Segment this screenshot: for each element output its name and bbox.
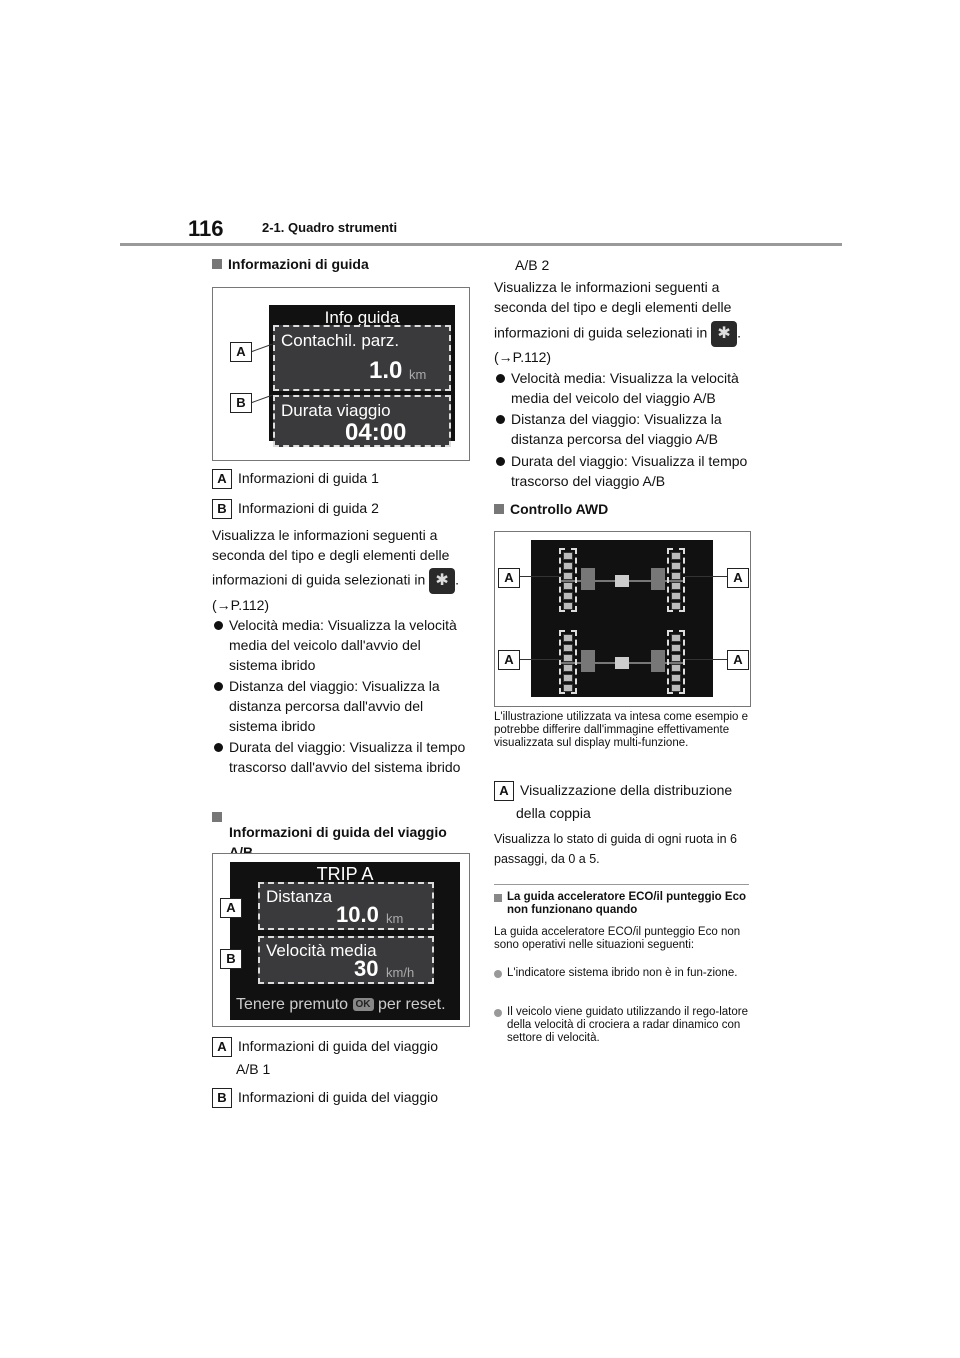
callout-line	[520, 576, 562, 577]
callout-a: A	[727, 650, 749, 670]
figure-caption: L'illustrazione utilizzata va intesa com…	[494, 711, 749, 749]
reset-hint: Tenere premuto OK per reset.	[236, 996, 446, 1013]
torque-bar-front-right	[667, 548, 685, 612]
callout-b: B	[220, 949, 242, 969]
callout-line	[685, 659, 727, 660]
note-item: Il veicolo viene guidato utilizzando il …	[494, 1006, 752, 1045]
note-heading: La guida acceleratore ECO/il punteggio E…	[494, 891, 752, 917]
bullet-item: Durata del viaggio: Visualizza il tempo …	[212, 737, 468, 777]
bullet-item: Durata del viaggio: Visualizza il tempo …	[494, 451, 752, 491]
bullet-icon	[214, 743, 223, 752]
bullet-icon	[496, 415, 505, 424]
panel-1-label: Distanza	[266, 887, 333, 906]
paragraph-gear-line: informazioni di guida selezionati in ✱.	[494, 321, 756, 347]
figure-info-guida: Info guida Contachil. parz. 1.0 km Durat…	[212, 287, 470, 461]
info-panel-1: Contachil. parz. 1.0 km	[273, 325, 451, 391]
panel-2-value: 30	[354, 956, 379, 981]
chapter-title: 2-1. Quadro strumenti	[262, 220, 398, 235]
diff-right	[651, 568, 665, 590]
panel-2-unit: km/h	[386, 965, 415, 980]
panel-1-value: 1.0	[369, 357, 403, 384]
callout-a: A	[220, 898, 242, 918]
square-bullet-icon	[494, 504, 504, 514]
label-a-icon: A	[212, 469, 232, 490]
display-title: Info guida	[324, 308, 400, 327]
panel-1-unit: km	[409, 367, 427, 382]
diff-right	[651, 650, 665, 672]
panel-2-value: 04:00	[345, 419, 407, 446]
bullet-icon	[496, 457, 505, 466]
bullet-icon	[494, 1009, 502, 1017]
label-b-icon: B	[212, 1088, 232, 1109]
label-b-icon: B	[212, 499, 232, 520]
legend-b2-cont: A/B 2	[515, 257, 550, 273]
bullet-item: Distanza del viaggio: Visualizza la dist…	[212, 676, 468, 736]
center-joint	[615, 575, 629, 587]
info-panel-2: Durata viaggio 04:00	[273, 395, 451, 447]
section-heading-informazioni: Informazioni di guida	[212, 254, 369, 274]
callout-line	[685, 576, 727, 577]
note-divider	[494, 884, 749, 885]
bullet-icon	[496, 374, 505, 383]
display-screen: TRIP A Distanza 10.0 km Velocità media 3…	[230, 862, 460, 1020]
section-heading-awd: Controllo AWD	[494, 499, 608, 519]
square-bullet-icon	[212, 812, 222, 822]
legend-a-cont: della coppia	[516, 805, 591, 821]
note-item: L'indicatore sistema ibrido non è in fun…	[494, 967, 752, 980]
square-bullet-icon	[212, 259, 222, 269]
page-reference: (→P.112)	[494, 349, 552, 365]
paragraph: Visualizza le informazioni seguenti a se…	[212, 527, 450, 563]
bullet-item: Velocità media: Visualizza la velocità m…	[212, 615, 468, 675]
diff-left	[581, 568, 595, 590]
callout-a: A	[498, 650, 520, 670]
torque-bar-front-left	[559, 548, 577, 612]
callout-line	[520, 659, 562, 660]
panel-1-unit: km	[386, 911, 404, 926]
callout-a: A	[498, 568, 520, 588]
bullet-item: Velocità media: Visualizza la velocità m…	[494, 368, 752, 408]
panel-2-label: Velocità media	[266, 941, 377, 960]
callout-a: A	[727, 568, 749, 588]
figure-awd: A A A A	[494, 531, 751, 707]
paragraph: Visualizza le informazioni seguenti a se…	[494, 279, 732, 315]
bullet-icon	[214, 682, 223, 691]
ok-button-icon: OK	[352, 998, 374, 1012]
callout-b: B	[230, 393, 252, 413]
description: Visualizza lo stato di guida di ogni ruo…	[494, 832, 737, 866]
display-screen: Info guida Contachil. parz. 1.0 km Durat…	[269, 305, 455, 447]
panel-2-label: Durata viaggio	[281, 401, 391, 420]
header-rule	[120, 243, 842, 246]
note-paragraph: La guida acceleratore ECO/il punteggio E…	[494, 926, 741, 951]
callout-a: A	[230, 342, 252, 362]
bullet-item: Distanza del viaggio: Visualizza la dist…	[494, 409, 752, 449]
page-reference: (→P.112)	[212, 597, 270, 613]
bullet-icon	[494, 970, 502, 978]
panel-1-value: 10.0	[336, 902, 379, 927]
diff-left	[581, 650, 595, 672]
bullet-icon	[214, 621, 223, 630]
panel-1-label: Contachil. parz.	[281, 331, 400, 350]
gear-icon: ✱	[711, 321, 738, 347]
square-bullet-icon	[494, 894, 502, 902]
torque-bar-rear-left	[559, 630, 577, 694]
page-number: 116	[188, 216, 224, 241]
gear-icon: ✱	[429, 568, 456, 594]
label-a-icon: A	[212, 1037, 232, 1058]
label-a-icon: A	[494, 781, 514, 802]
torque-bar-rear-right	[667, 630, 685, 694]
display-title: TRIP A	[316, 864, 374, 884]
display-screen	[531, 540, 713, 697]
figure-trip-a: TRIP A Distanza 10.0 km Velocità media 3…	[212, 853, 470, 1027]
center-joint	[615, 657, 629, 669]
legend-a2-cont: A/B 1	[236, 1061, 271, 1077]
info-panel-2: Velocità media 30 km/h	[258, 936, 434, 984]
info-panel-1: Distanza 10.0 km	[258, 882, 434, 930]
paragraph-gear-line: informazioni di guida selezionati in ✱.	[212, 568, 472, 594]
